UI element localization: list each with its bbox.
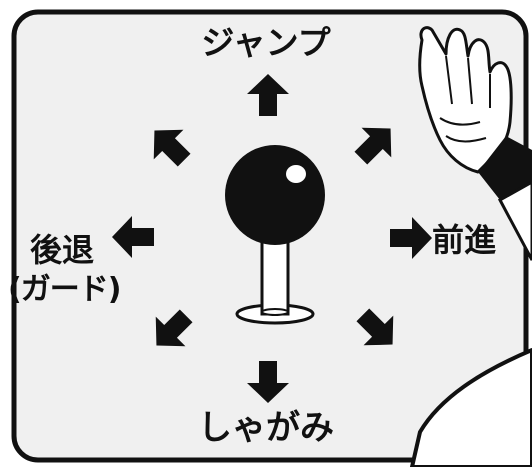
crouch-label: しゃがみ (198, 408, 334, 448)
jump-label: ジャンプ (201, 23, 331, 62)
joystick-icon (225, 145, 325, 325)
guard-label: (ガード) (8, 272, 121, 307)
back-label: 後退 (30, 231, 95, 269)
forward-label: 前進 (432, 221, 497, 259)
pointing-hand-icon (418, 26, 532, 261)
